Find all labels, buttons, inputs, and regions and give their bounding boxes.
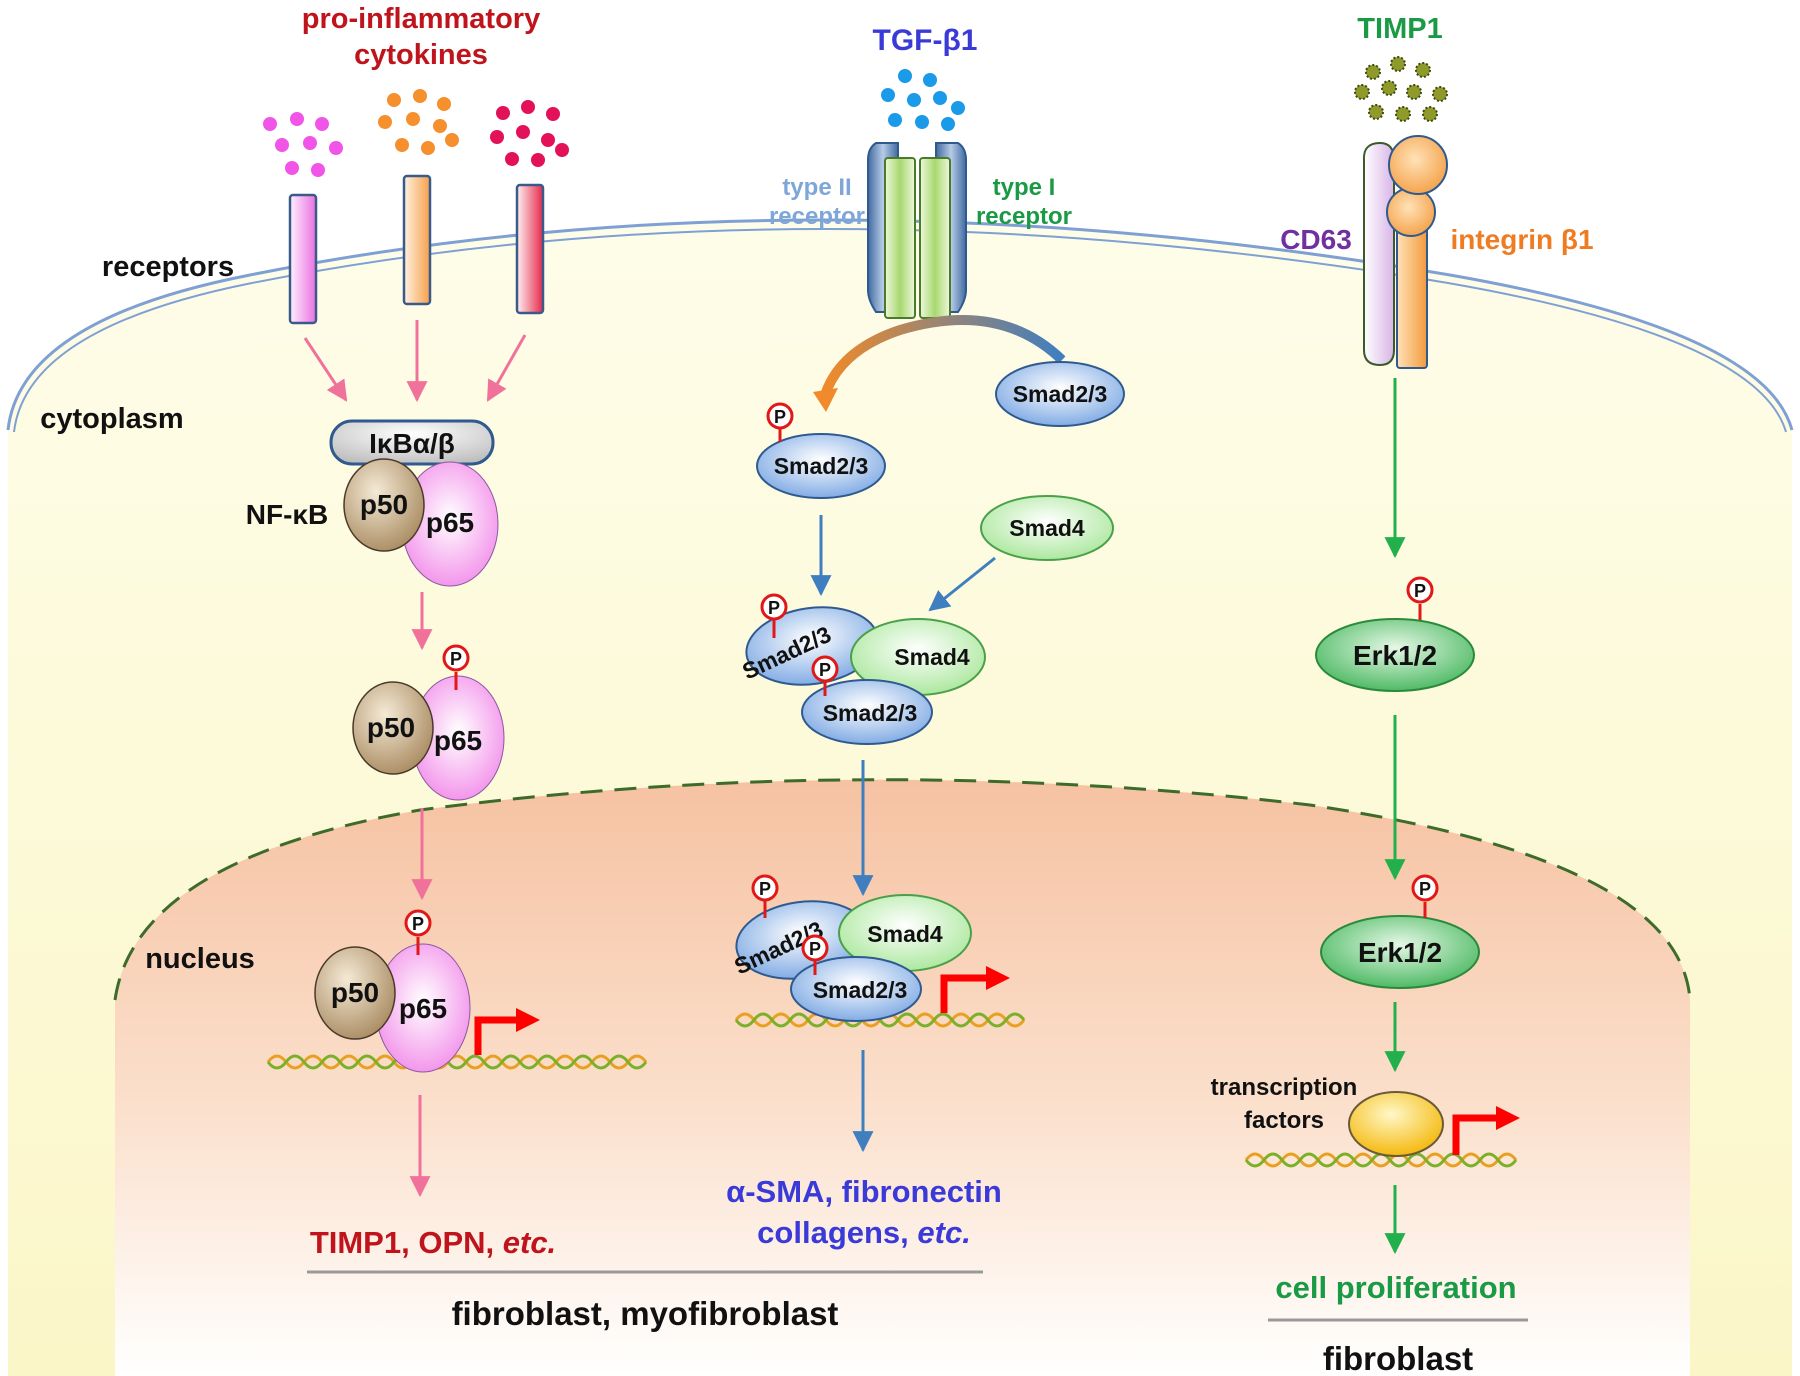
cytokine-receptor-orange [402,174,432,306]
svg-text:P: P [774,407,786,427]
pro-inflammatory-label: pro-inflammatory [302,3,540,35]
erk12-nucleus [1320,915,1480,989]
svg-text:Smad2/3: Smad2/3 [823,700,918,726]
svg-text:P: P [759,879,771,899]
p50-nucleus [314,946,396,1040]
svg-text:P: P [1419,879,1431,899]
smad23-phosph-label: Smad2/3 [774,453,869,479]
cell-membrane-outer [6,218,1794,431]
ikb-label: IκBα/β [369,428,455,459]
receptors-label: receptors [102,251,234,283]
cytoplasm-label: cytoplasm [40,403,183,435]
cell-type-right-label: fibroblast [1323,1340,1473,1376]
cd63-label: CD63 [1280,224,1352,255]
p50-activated [352,681,434,775]
integrin-beta1-receptor [1386,135,1448,369]
svg-text:P: P [1414,581,1426,601]
phospho-erk12-cytoplasm: P [1406,576,1434,620]
cytokines-label: cytokines [354,39,488,71]
transcription-arrow-right [1452,1114,1500,1155]
timp1-top-label: TIMP1 [1357,13,1442,45]
nucleus-label: nucleus [145,943,255,975]
transcription-arrow-left [474,1016,520,1055]
erk12-cytoplasm [1315,618,1475,692]
cytokine-dots-orange [378,89,459,155]
p50-nucleus-label: p50 [331,977,379,1008]
transcription-factor-blob [1348,1091,1444,1157]
phospho-smad23-cytoplasm: P [766,402,794,442]
p65-nucleus-label: p65 [399,993,447,1024]
ikb-complex [329,419,495,466]
nfkb-targets-label: TIMP1, OPN, etc. [310,1225,556,1260]
cytokine-dots-pink [263,112,343,177]
svg-text:P: P [450,649,462,669]
phospho-p65-nucleus: P [404,909,432,955]
p65-activated-label: p65 [434,725,482,756]
svg-text:P: P [412,914,424,934]
smad23-phosphorylated [756,433,886,499]
smad-targets-label-2: collagens, etc. [757,1215,971,1250]
transcription-arrow-middle [940,974,990,1013]
smad-complex-cytoplasm: Smad2/3 Smad4 Smad2/3 P P [738,593,986,745]
tgf-beta1-dots [881,69,965,131]
tgf-beta1-label: TGF-β1 [873,24,978,57]
svg-text:Smad4: Smad4 [867,921,943,947]
dna-strand-left [266,1054,648,1070]
smad-complex-nucleus: Smad2/3 Smad4 Smad2/3 P P [730,874,972,1022]
nucleus-region [115,779,1690,1376]
type1-receptor-label-1: type I [993,174,1056,201]
tf-label-2: factors [1244,1107,1324,1134]
dna-strand-middle [734,1012,1026,1028]
svg-text:P: P [768,598,780,618]
svg-text:Smad4: Smad4 [894,644,970,670]
p50-activated-label: p50 [367,712,415,743]
arrow-smad4-to-complex [928,556,996,612]
p65-cytoplasm-label: p65 [426,507,474,538]
cd63-receptor [1362,141,1395,367]
timp1-dots [1354,56,1448,122]
smad4-cytoplasm [980,495,1114,561]
cytokine-receptor-pink [288,193,318,325]
cytokine-dots-red [490,100,569,167]
erk12-cytoplasm-label: Erk1/2 [1353,640,1437,671]
integrin-beta1-label: integrin β1 [1450,224,1593,255]
arrow-receptor-red-to-ikb [486,334,527,402]
cytokine-receptor-red [515,183,545,315]
arrow-receptor-pink-to-ikb [303,337,348,402]
phospho-p65-activated: P [442,644,470,690]
smad23-cytoplasm-unphosphorylated [995,361,1125,427]
tgf-receptor-complex [867,142,967,319]
type2-receptor-label-1: type II [782,174,851,201]
type2-receptor-label-2: receptor [769,203,865,230]
nfkb-label: NF-κB [246,499,328,530]
p50-cytoplasm-label: p50 [360,489,408,520]
phospho-erk12-nucleus: P [1411,874,1439,918]
smad-recruitment-swoop [820,315,1066,397]
smad-targets-label-1: α-SMA, fibronectin [726,1174,1002,1209]
svg-text:P: P [809,939,821,959]
smad4-cytoplasm-label: Smad4 [1009,515,1085,541]
type1-receptor-label-2: receptor [976,203,1072,230]
svg-text:Smad2/3: Smad2/3 [813,977,908,1003]
erk12-nucleus-label: Erk1/2 [1358,937,1442,968]
svg-text:P: P [819,660,831,680]
nuclear-envelope [113,778,1692,1001]
cell-type-left-label: fibroblast, myofibroblast [452,1295,839,1332]
smad23-unphosph-label: Smad2/3 [1013,381,1108,407]
cell-proliferation-label: cell proliferation [1275,1270,1516,1305]
cell-membrane-inner [13,228,1787,433]
p50-cytoplasm [343,458,425,552]
tf-label-1: transcription [1211,1074,1358,1101]
